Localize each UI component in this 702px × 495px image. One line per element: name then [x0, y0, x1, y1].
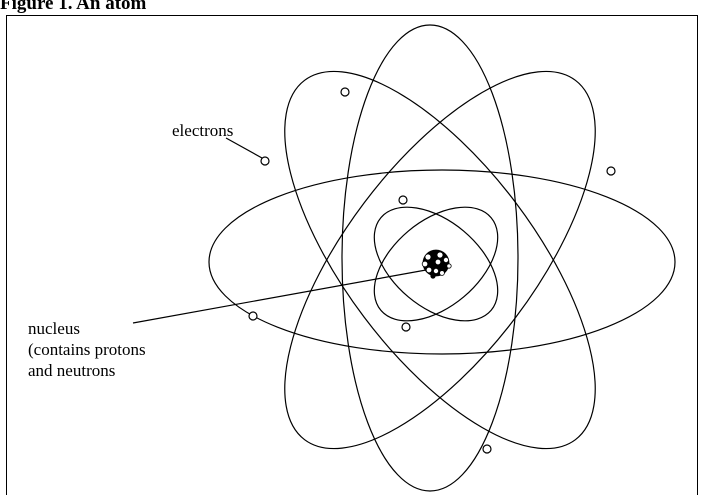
- electrons-label: electrons: [172, 121, 234, 140]
- orbit-vertical: [341, 24, 519, 492]
- nucleus-label-line-3: and neutrons: [28, 361, 116, 380]
- nucleus-label: nucleus (contains protons and neutrons: [28, 318, 146, 381]
- nucleus-leader-line: [132, 269, 427, 324]
- inner-orbit-b: [373, 206, 499, 322]
- nucleus-label-line-1: nucleus: [28, 319, 80, 338]
- electron-5: [248, 311, 258, 321]
- nucleus-label-line-2: (contains protons: [28, 340, 146, 359]
- figure-frame: [6, 15, 698, 495]
- inner-orbit-a: [373, 206, 499, 322]
- electron-1: [340, 87, 350, 97]
- electron-7: [482, 444, 492, 454]
- electron-6: [401, 322, 411, 332]
- electrons-leader-line: [225, 137, 263, 159]
- electron-2: [260, 156, 270, 166]
- nucleus: [421, 249, 452, 279]
- figure-caption: Figure 1. An atom: [0, 0, 147, 14]
- electron-4: [398, 195, 408, 205]
- orbit-horizontal: [208, 169, 676, 355]
- orbit-tilted-right: [284, 70, 596, 450]
- electron-3: [606, 166, 616, 176]
- orbit-tilted-left: [284, 70, 596, 450]
